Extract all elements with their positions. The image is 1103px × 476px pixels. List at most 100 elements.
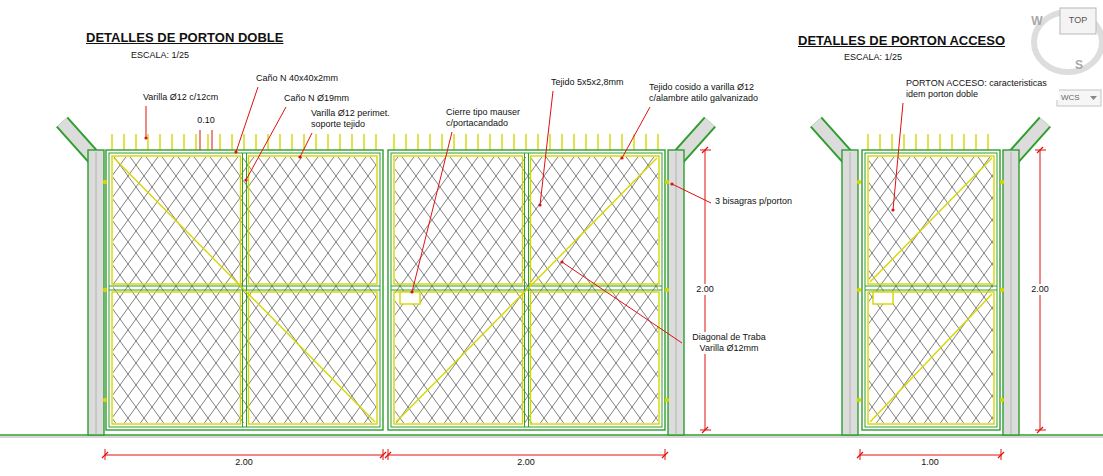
mid-post: [246, 153, 247, 427]
dimension-line: [200, 130, 201, 150]
ground-line: [0, 437, 1103, 438]
dimension-slash: [662, 452, 668, 458]
post: [668, 150, 684, 435]
spike: [951, 134, 952, 150]
spike: [231, 134, 232, 150]
leader-line: [246, 107, 286, 180]
perimeter-rod: [394, 156, 523, 284]
spike: [465, 134, 466, 150]
leader-line: [300, 133, 312, 157]
brace-rod: [114, 158, 375, 422]
perimeter-rod: [249, 156, 378, 284]
dimension-line: [388, 455, 665, 456]
spike: [645, 134, 646, 150]
dimension-line: [212, 130, 213, 150]
spike: [585, 134, 586, 150]
spike: [963, 134, 964, 150]
spike: [111, 134, 112, 150]
spike: [195, 134, 196, 150]
spike: [561, 134, 562, 150]
mid-post: [528, 153, 529, 427]
spike: [315, 134, 316, 150]
spike: [975, 134, 976, 150]
callout-text: Tejido cosido a varilla Ø12 c/alambre at…: [648, 82, 778, 104]
leader-dot: [298, 155, 301, 158]
post-line: [96, 152, 97, 434]
callout-text: Tejido 5x5x2,8mm: [550, 77, 625, 88]
hinge: [103, 398, 107, 402]
viewcube-box: [1060, 8, 1096, 34]
hinge: [857, 398, 861, 402]
spike: [915, 134, 916, 150]
spike: [939, 134, 940, 150]
leader-line: [412, 132, 452, 292]
spike: [351, 134, 352, 150]
leader-line: [672, 184, 711, 203]
spike: [243, 134, 244, 150]
leader-line: [622, 107, 650, 158]
spike: [489, 134, 490, 150]
mauser-lock: [400, 292, 420, 304]
callout-text: Caño N Ø19mm: [283, 93, 350, 104]
spike: [501, 134, 502, 150]
dimension-slash: [998, 452, 1004, 458]
brace-rod: [870, 294, 992, 422]
mid-rail: [865, 286, 997, 287]
hinge: [665, 180, 669, 184]
callout-text: Caño N 40x40x2mm: [255, 73, 339, 84]
mid-rail: [391, 286, 662, 287]
callout-text: PORTON ACCESO: caracteristicas idem port…: [905, 78, 1059, 100]
spike: [537, 134, 538, 150]
callout-text: Diagonal de Traba Varilla Ø12mm: [685, 332, 773, 354]
leader-dot: [670, 182, 673, 185]
perimeter-rod: [868, 292, 994, 424]
spike: [339, 134, 340, 150]
leader-dot: [620, 156, 623, 159]
drawing-heading: DETALLES DE PORTON DOBLE: [85, 30, 284, 46]
frame-inner: [391, 153, 662, 427]
hinge: [1000, 398, 1004, 402]
dimension-text: 0.10: [196, 115, 216, 126]
post: [842, 150, 858, 435]
mid-post: [524, 153, 525, 427]
leader-dot: [410, 290, 413, 293]
frame-inner: [109, 153, 380, 427]
dimension-text: 2.00: [234, 457, 254, 468]
leader-line: [893, 103, 903, 210]
frame-outer: [388, 150, 665, 430]
spike: [279, 134, 280, 150]
leader-dot: [560, 260, 563, 263]
hinge: [103, 180, 107, 184]
spike: [207, 134, 208, 150]
spike: [135, 134, 136, 150]
viewcube-label: TOP: [1068, 15, 1088, 26]
dimension-slash: [1037, 147, 1043, 153]
spike: [657, 134, 658, 150]
dimension-text: 1.00: [920, 457, 940, 468]
spike: [597, 134, 598, 150]
dimension-line: [105, 455, 383, 456]
callout-text: 3 bisagras p/porton: [714, 196, 793, 207]
perimeter-rod: [112, 292, 241, 424]
callout-text: Varilla Ø12 perimet. soporte tejido: [310, 108, 400, 130]
spike: [453, 134, 454, 150]
scale-note: ESCALA: 1/25: [130, 50, 190, 61]
spike: [513, 134, 514, 150]
leader-dot: [244, 178, 247, 181]
post-line: [676, 152, 677, 434]
hinge: [857, 288, 861, 292]
frame-outer: [106, 150, 383, 430]
dimension-slash: [857, 452, 863, 458]
hinge: [665, 398, 669, 402]
callout-text: Varilla Ø12 c/12cm: [142, 92, 219, 103]
spike: [171, 134, 172, 150]
spike: [891, 134, 892, 150]
dimension-slash: [702, 427, 708, 433]
spike: [393, 134, 394, 150]
spike: [987, 134, 988, 150]
ground-line: [0, 434, 1103, 435]
hinge: [1000, 180, 1004, 184]
spike: [327, 134, 328, 150]
